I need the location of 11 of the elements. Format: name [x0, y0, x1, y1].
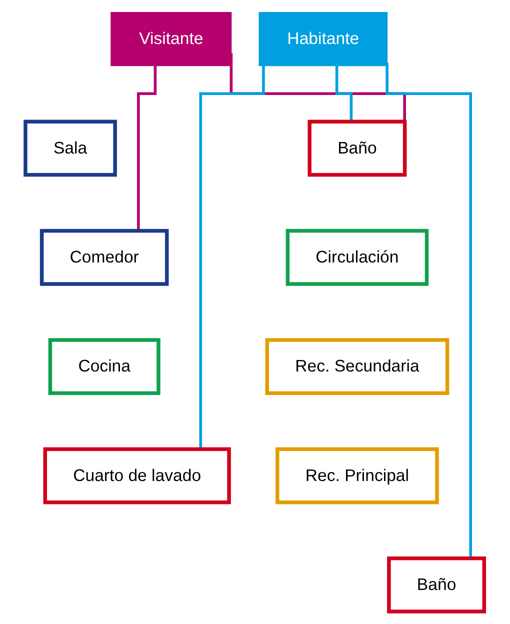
node-box: Baño — [308, 120, 407, 177]
node-box: Habitante — [258, 12, 388, 66]
node-box: Rec. Secundaria — [265, 338, 450, 396]
node-box: Cocina — [48, 338, 161, 396]
node-box: Circulación — [286, 228, 429, 286]
node-box: Visitante — [110, 12, 232, 66]
node-box: Sala — [24, 120, 118, 177]
node-box: Rec. Principal — [276, 447, 440, 504]
node-box: Cuarto de lavado — [43, 447, 232, 504]
node-box: Baño — [387, 556, 486, 614]
node-box: Comedor — [40, 228, 169, 286]
